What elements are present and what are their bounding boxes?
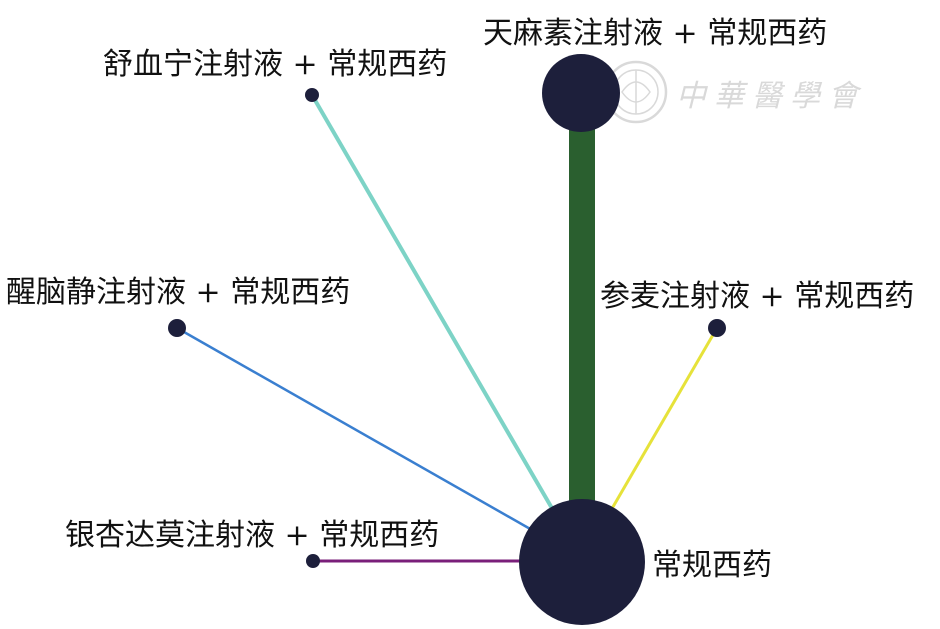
- node-shenmai: [708, 319, 726, 337]
- edge-xingnaojing-conventional: [176, 326, 533, 532]
- node-yinxingdamo: [306, 554, 320, 568]
- label-yinxingdamo: 银杏达莫注射液 + 常规西药: [65, 518, 439, 553]
- node-shuxuening: [305, 88, 319, 102]
- label-tianma: 天麻素注射液 + 常规西药: [483, 16, 827, 51]
- edge-shuxuening-conventional: [310, 93, 555, 512]
- edge-shenmai-conventional: [608, 327, 719, 513]
- label-xingnaojing: 醒脑静注射液 + 常规西药: [6, 275, 350, 310]
- node-tianma: [542, 54, 620, 132]
- node-xingnaojing: [168, 319, 186, 337]
- label-shenmai: 参麦注射液 + 常规西药: [600, 279, 914, 314]
- watermark-text: 中華醫學會: [676, 79, 866, 114]
- node-conventional: [519, 499, 645, 625]
- label-shuxuening: 舒血宁注射液 + 常规西药: [103, 47, 447, 82]
- label-conventional: 常规西药: [652, 548, 772, 583]
